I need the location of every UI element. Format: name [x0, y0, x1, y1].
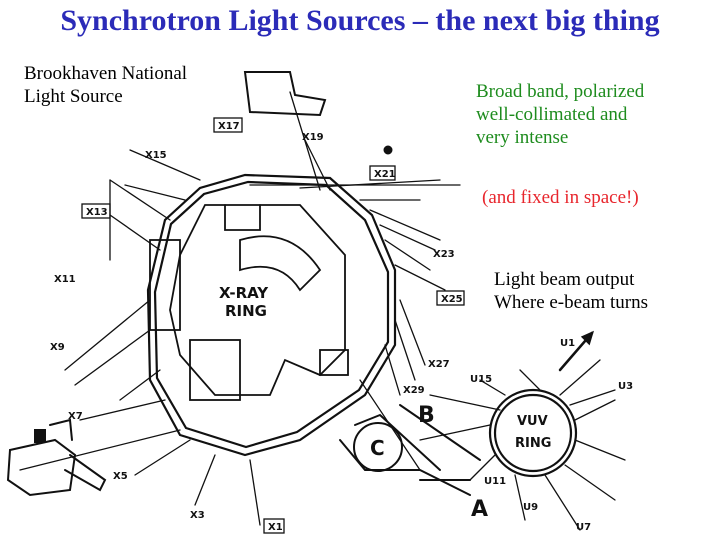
- xray-ring-label-1: X-RAY: [219, 284, 269, 302]
- inner-building: [149, 204, 349, 401]
- slide-title: Synchrotron Light Sources – the next big…: [60, 4, 660, 37]
- label-x29: X29: [403, 385, 425, 396]
- label-x5: X5: [113, 471, 128, 482]
- facility-line-2: Light Source: [24, 86, 123, 107]
- label-x9: X9: [50, 342, 65, 353]
- beam-note-line-2: Where e-beam turns: [494, 292, 649, 313]
- label-x15: X15: [145, 150, 167, 161]
- label-x27: X27: [428, 359, 450, 370]
- top-building: [243, 71, 327, 117]
- fixed-in-space-note: (and fixed in space!): [482, 187, 639, 208]
- feature-list: Broad band, polarized well-collimated an…: [476, 80, 644, 149]
- transfer-corridor: [339, 404, 481, 496]
- vuv-beamlines: [419, 359, 626, 531]
- label-c: C: [370, 436, 385, 460]
- label-x25: X25: [441, 294, 463, 305]
- label-u7: U7: [576, 522, 591, 533]
- feature-line-2: well-collimated and: [476, 104, 628, 125]
- label-x21: X21: [374, 169, 396, 180]
- feature-line-1: Broad band, polarized: [476, 81, 645, 102]
- facility-line-1: Brookhaven National: [24, 63, 188, 84]
- vuv-ring-outline: [488, 388, 578, 478]
- label-x23: X23: [433, 249, 455, 260]
- label-x3: X3: [190, 510, 205, 521]
- label-u11: U11: [484, 476, 506, 487]
- label-u15: U15: [470, 374, 492, 385]
- beam-note-line-1: Light beam output: [494, 269, 635, 290]
- label-x17: X17: [218, 121, 240, 132]
- label-x19: X19: [302, 132, 324, 143]
- label-a: A: [471, 497, 488, 522]
- feature-line-3: very intense: [476, 127, 569, 148]
- label-x11: X11: [54, 274, 76, 285]
- vuv-ring-label-2: RING: [515, 436, 551, 451]
- left-building: [6, 418, 107, 497]
- label-b: B: [418, 403, 435, 428]
- beam-output-arrow: [558, 330, 594, 372]
- label-u1: U1: [560, 338, 575, 349]
- label-u3: U3: [618, 381, 633, 392]
- facility-name: Brookhaven National Light Source: [24, 62, 187, 108]
- beam-output-note: Light beam output Where e-beam turns: [494, 268, 648, 314]
- xray-ring-outline: [146, 173, 397, 457]
- label-x13: X13: [86, 207, 108, 218]
- vuv-ring-label-1: VUV: [517, 414, 548, 429]
- label-x1: X1: [268, 522, 283, 533]
- diagram-labels: X-RAY RING VUV RING X17 X19 X15 X21 X13 …: [50, 117, 633, 534]
- label-u9: U9: [523, 502, 538, 513]
- label-x7: X7: [68, 411, 83, 422]
- marker-dot: [383, 145, 393, 155]
- xray-ring-label-2: RING: [225, 302, 267, 320]
